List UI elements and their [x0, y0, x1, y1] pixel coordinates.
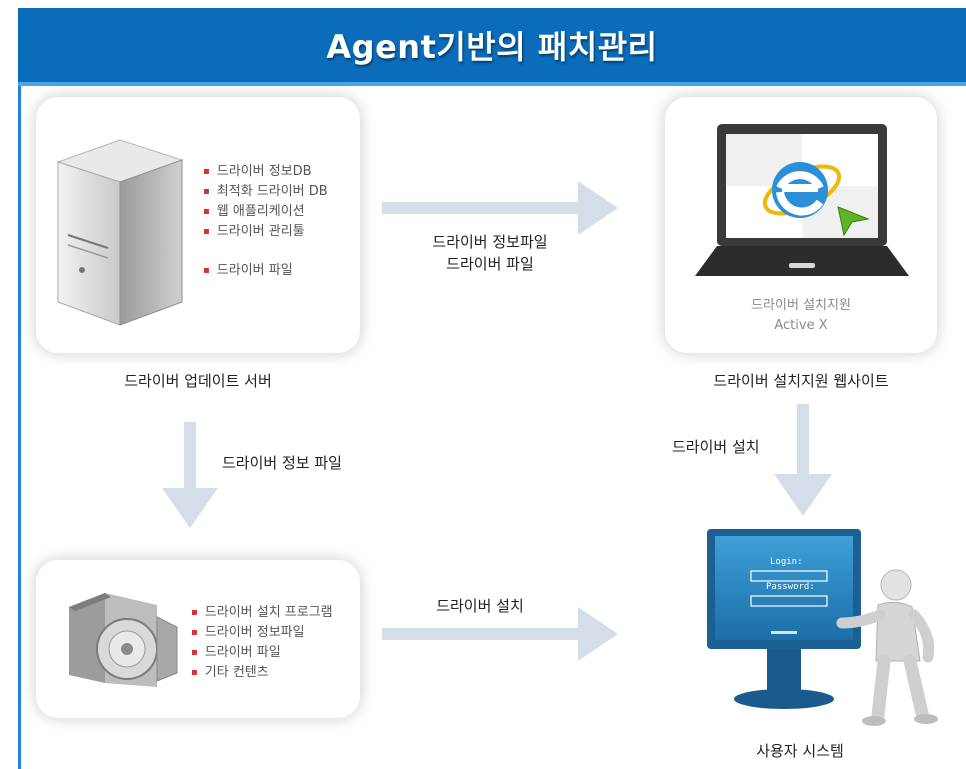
server-caption: 드라이버 업데이트 서버: [124, 372, 272, 390]
server-item: 최적화 드라이버 DB: [203, 180, 328, 199]
password-label: Password:: [766, 582, 815, 592]
installer-item: 드라이버 설치 프로그램: [191, 601, 333, 620]
install-folder-icon: [69, 593, 178, 687]
login-label: Login:: [770, 557, 803, 567]
server-item: 웹 애플리케이션: [203, 200, 305, 219]
website-line2: Active X: [774, 318, 828, 333]
arrow-down-left: [162, 422, 218, 528]
website-caption: 드라이버 설치지원 웹사이트: [713, 372, 889, 390]
diagram-frame: [18, 8, 966, 769]
server-item: 드라이버 정보DB: [203, 160, 312, 179]
arrow-right-top: [382, 181, 618, 235]
arrow-label-bottom-right: 드라이버 설치: [436, 597, 524, 615]
arrow-label-down-right: 드라이버 설치: [672, 438, 760, 456]
website-line1: 드라이버 설치지원: [751, 298, 851, 313]
installer-item: 드라이버 파일: [191, 641, 281, 660]
arrow-right-bottom: [382, 607, 618, 661]
arrow-label-down-left: 드라이버 정보 파일: [222, 454, 342, 472]
server-tower-icon: [56, 139, 184, 326]
monitor-icon: [707, 529, 861, 709]
installer-item: 드라이버 정보파일: [191, 621, 305, 640]
cursor-pointer-icon: [837, 206, 870, 237]
server-item: 드라이버 파일: [203, 259, 293, 278]
server-item: 드라이버 관리툴: [203, 220, 305, 239]
arrow-label-top-right-2: 드라이버 파일: [446, 255, 534, 273]
browser-e-icon: [762, 162, 842, 218]
arrow-label-top-right-1: 드라이버 정보파일: [432, 233, 548, 251]
person-figure-icon: [836, 569, 938, 726]
page-title: Agent기반의 패치관리: [326, 28, 658, 66]
installer-item: 기타 컨텐츠: [191, 661, 269, 680]
arrow-down-right: [774, 404, 832, 516]
title-bar: Agent기반의 패치관리: [18, 8, 966, 86]
user-system-caption: 사용자 시스템: [756, 742, 844, 760]
